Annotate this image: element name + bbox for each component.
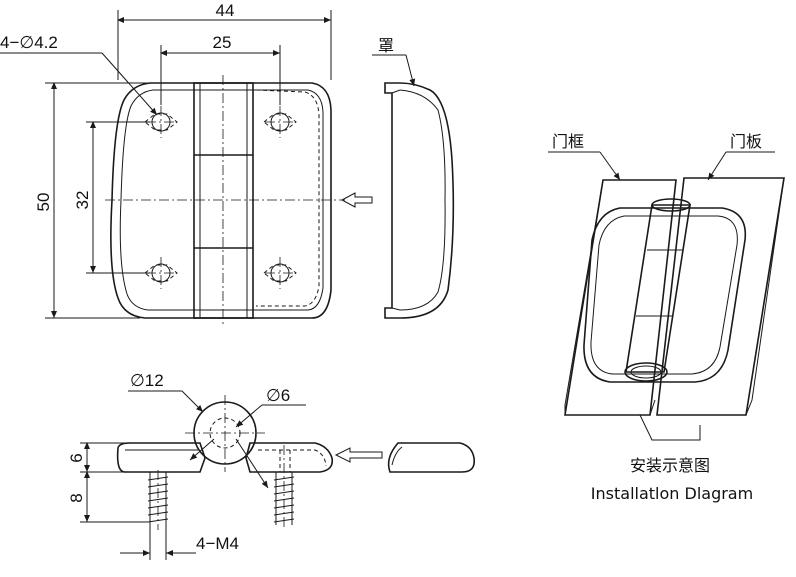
- mounting-hole: [144, 106, 178, 138]
- side-view: ∅12 ∅6 6 8 4−M4: [67, 371, 476, 560]
- caption-en: Installatlon Dlagram: [591, 484, 753, 503]
- installation-diagram: 门框 门板 安装示意图 Installatlon Dlagram: [548, 132, 785, 503]
- dim-25: 25: [213, 33, 232, 52]
- caption-cn: 安装示意图: [630, 456, 710, 475]
- dim-dia-12: ∅12: [130, 371, 164, 390]
- mounting-hole: [263, 257, 297, 289]
- mounting-hole: [263, 106, 297, 138]
- cover-hidden-outline: [255, 89, 320, 307]
- hinge-body: [583, 207, 747, 383]
- dim-thick-6: 6: [67, 453, 86, 462]
- dim-thread-8: 8: [67, 493, 86, 502]
- assembly-arrow: [340, 192, 373, 208]
- dim-dia-6: ∅6: [266, 386, 290, 405]
- dim-thread-label: 4−M4: [196, 534, 239, 553]
- knuckle-barrel: [193, 82, 254, 319]
- screw: [147, 470, 169, 530]
- door-frame-label: 门框: [552, 132, 584, 151]
- cover-label: 罩: [378, 36, 394, 55]
- mounting-hole: [144, 257, 178, 289]
- cover-profile: 罩: [372, 36, 455, 319]
- dim-44: 44: [216, 1, 235, 20]
- dim-50: 50: [34, 193, 53, 212]
- cover-side: [387, 442, 476, 473]
- screw: [273, 445, 295, 530]
- hinge-inner-outline: [119, 89, 324, 311]
- dim-32: 32: [73, 191, 92, 210]
- dim-hole-label: 4−∅4.2: [0, 33, 58, 52]
- hinge-outline: [110, 82, 332, 319]
- assembly-arrow-side: [334, 447, 383, 463]
- front-view: 44 25 4−∅4.2 50 32: [0, 1, 373, 325]
- door-panel-label: 门板: [730, 132, 762, 151]
- hinge-knuckle: [625, 204, 691, 373]
